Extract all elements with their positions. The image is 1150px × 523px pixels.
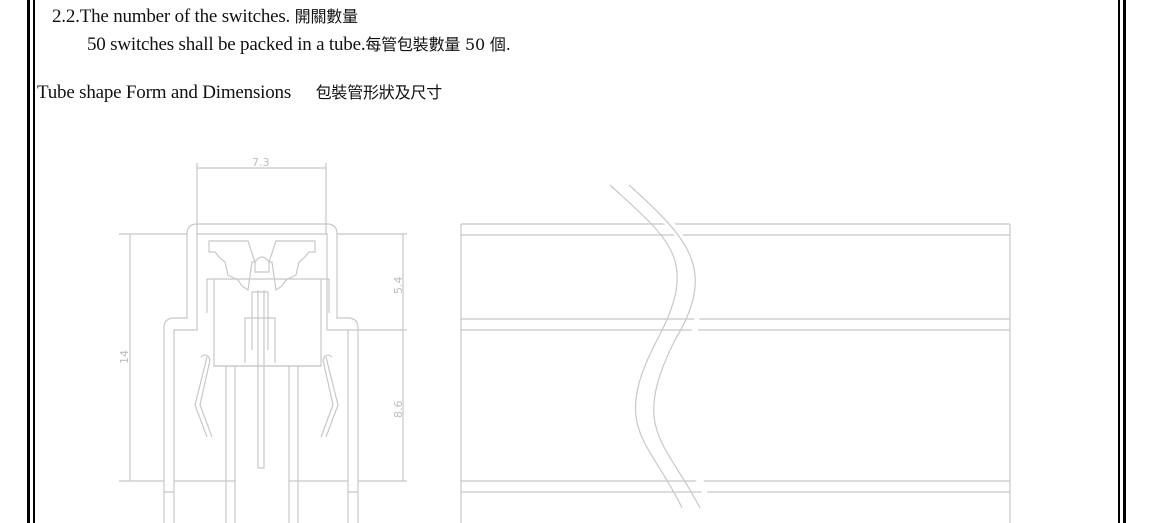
dim-width-label: 7.3 (252, 156, 270, 169)
tube-heading-text: Tube shape Form and Dimensions (37, 82, 292, 103)
dim-upper-label: 5.4 (392, 277, 405, 295)
right-page-border-outer (1118, 0, 1120, 523)
section-heading: 2.2.The number of the switches. 開關數量 (52, 3, 358, 28)
dim-height-label: 14 (118, 350, 131, 364)
section-title-cjk: 開關數量 (294, 7, 358, 26)
section-body-text: 50 switches shall be packed in a tube. (87, 34, 366, 55)
section-body: 50 switches shall be packed in a tube.每管… (87, 31, 511, 56)
tube-cross-section (163, 223, 359, 523)
dimension-lines (119, 163, 407, 482)
section-body-cjk: 每管包裝數量 50 個. (365, 35, 511, 54)
tube-heading-cjk: 包裝管形狀及尺寸 (315, 83, 443, 102)
tube-side-view (460, 184, 1011, 523)
left-page-border-outer (27, 0, 30, 523)
section-title: The number of the switches. (79, 6, 291, 27)
section-number: 2.2. (52, 6, 80, 27)
tube-heading: Tube shape Form and Dimensions 包裝管形狀及尺寸 (37, 79, 442, 104)
left-page-border-inner (33, 0, 35, 523)
dim-lower-label: 8.6 (392, 401, 405, 419)
right-page-border-inner (1123, 0, 1126, 523)
